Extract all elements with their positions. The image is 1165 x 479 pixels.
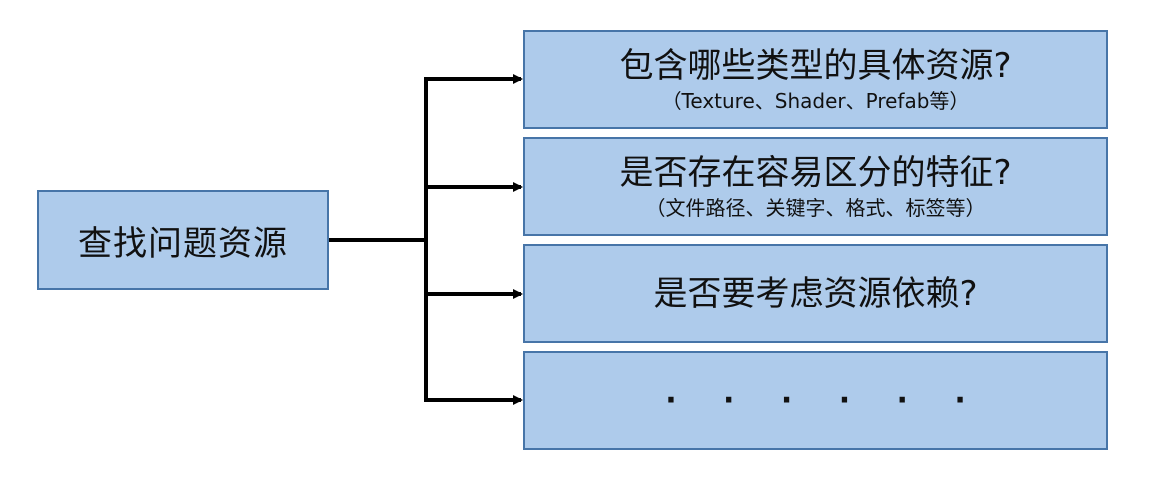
branch-node-subtitle: （Texture、Shader、Prefab等） — [661, 88, 970, 113]
branch-node-dependencies: 是否要考虑资源依赖? — [523, 244, 1108, 343]
branch-node-distinguishing-features: 是否存在容易区分的特征? （文件路径、关键字、格式、标签等） — [523, 137, 1108, 236]
root-node: 查找问题资源 — [37, 190, 329, 290]
branch-node-subtitle: （文件路径、关键字、格式、标签等） — [645, 195, 986, 220]
branch-node-title: 是否要考虑资源依赖? — [653, 273, 978, 314]
root-node-label: 查找问题资源 — [78, 223, 288, 264]
branch-node-resource-types: 包含哪些类型的具体资源? （Texture、Shader、Prefab等） — [523, 30, 1108, 129]
branch-node-ellipsis: · · · · · · — [665, 383, 984, 418]
branch-node-more: · · · · · · — [523, 351, 1108, 450]
branch-node-title: 包含哪些类型的具体资源? — [619, 45, 1012, 86]
branch-node-title: 是否存在容易区分的特征? — [619, 152, 1012, 193]
